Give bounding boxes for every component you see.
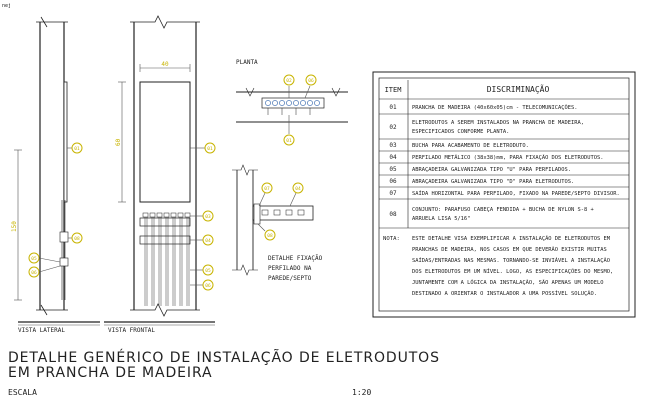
title-line-1: DETALHE GENÉRICO DE INSTALAÇÃO DE ELETRO… <box>8 349 440 366</box>
svg-text:05: 05 <box>389 166 397 173</box>
svg-text:BUCHA PARA ACABAMENTO DE ELETR: BUCHA PARA ACABAMENTO DE ELETRODUTO. <box>412 143 529 149</box>
title-block: DETALHE GENÉRICO DE INSTALAÇÃO DE ELETRO… <box>8 349 440 397</box>
lateral-view: 150 VISTA LATERAL 01 08 05 06 <box>11 16 100 334</box>
scale-label: ESCALA <box>8 388 37 397</box>
svg-text:ARRUELA LISA 5/16": ARRUELA LISA 5/16" <box>412 216 470 222</box>
svg-text:SAÍDA HORIZONTAL PARA PERFILAD: SAÍDA HORIZONTAL PARA PERFILADO, FIXADO … <box>412 189 620 197</box>
svg-text:ESTE DETALHE VISA EXEMPLIFICAR: ESTE DETALHE VISA EXEMPLIFICAR A INSTALA… <box>412 235 611 242</box>
scale-value: 1:20 <box>352 388 371 397</box>
svg-text:CONJUNTO: PARAFUSO CABEÇA FEND: CONJUNTO: PARAFUSO CABEÇA FENDIDA + BUCH… <box>412 207 594 213</box>
svg-text:04: 04 <box>295 186 301 192</box>
callout-01-lateral <box>71 142 83 154</box>
svg-text:04: 04 <box>389 154 397 161</box>
svg-text:JUNTAMENTE COM A LÓGICA DA INS: JUNTAMENTE COM A LÓGICA DA INSTALAÇÃO, S… <box>412 279 603 286</box>
dim-height-front: 60 <box>115 138 122 146</box>
lateral-view-label: VISTA LATERAL <box>18 327 65 334</box>
svg-text:01: 01 <box>74 146 80 152</box>
svg-text:06: 06 <box>308 78 314 84</box>
bushing-row <box>142 212 191 218</box>
svg-text:PRANCHA DE MADEIRA (40x60x05)c: PRANCHA DE MADEIRA (40x60x05)cm - TELECO… <box>412 104 578 111</box>
dim-width: 40 <box>161 61 169 68</box>
svg-text:SAÍDAS/ENTRADAS NAS MESMAS. TO: SAÍDAS/ENTRADAS NAS MESMAS. TORNANDO-SE … <box>412 256 610 264</box>
plan-view: PLANTA 02 06 01 <box>236 59 348 146</box>
svg-text:02: 02 <box>286 78 292 84</box>
detail-note-3: PAREDE/SEPTO <box>268 275 312 282</box>
detail-note-1: DETALHE FIXAÇÃO <box>268 255 323 262</box>
svg-text:PRANCHAS DE MADEIRA, NOS CASOS: PRANCHAS DE MADEIRA, NOS CASOS EM QUE DE… <box>412 246 607 253</box>
note-label: NOTA: <box>383 236 400 242</box>
svg-text:DESTINADO A ORIENTAR O INSTALA: DESTINADO A ORIENTAR O INSTALADOR A UMA … <box>412 289 597 297</box>
frontal-view-label: VISTA FRONTAL <box>108 327 155 334</box>
fixing-detail: 07 04 08 DETALHE FIXAÇÃO PERFILADO NA PA… <box>232 164 323 282</box>
svg-text:07: 07 <box>389 190 397 197</box>
svg-text:DOS ELETRODUTOS EM UM NÍVEL. L: DOS ELETRODUTOS EM UM NÍVEL. LOGO, AS ES… <box>412 267 613 275</box>
svg-text:ABRAÇADEIRA GALVANIZADA TIPO ": ABRAÇADEIRA GALVANIZADA TIPO "D" PARA EL… <box>412 179 574 185</box>
svg-text:06: 06 <box>31 270 37 276</box>
corner-tag: nej <box>2 3 11 9</box>
svg-text:08: 08 <box>74 236 80 242</box>
svg-text:08: 08 <box>389 211 397 218</box>
svg-text:06: 06 <box>389 178 397 185</box>
frontal-view: 40 60 VISTA FR <box>104 15 216 334</box>
svg-text:08: 08 <box>267 233 273 239</box>
svg-text:ABRAÇADEIRA GALVANIZADA TIPO ": ABRAÇADEIRA GALVANIZADA TIPO "U" PARA PE… <box>412 167 571 173</box>
svg-text:02: 02 <box>389 124 397 131</box>
svg-text:06: 06 <box>205 283 211 289</box>
svg-text:04: 04 <box>205 238 211 244</box>
svg-text:ESPECIFICADOS CONFORME PLANTA.: ESPECIFICADOS CONFORME PLANTA. <box>412 129 509 135</box>
svg-text:PERFILADO METÁLICO (38x38)mm,: PERFILADO METÁLICO (38x38)mm, PARA FIXAÇ… <box>412 154 603 161</box>
dim-height-side: 150 <box>11 221 18 232</box>
svg-text:01: 01 <box>389 104 397 111</box>
svg-text:01: 01 <box>207 146 213 152</box>
title-line-2: EM PRANCHA DE MADEIRA <box>8 365 212 381</box>
table-header-item: ITEM <box>385 86 402 94</box>
svg-text:05: 05 <box>31 256 37 262</box>
detail-note-2: PERFILADO NA <box>268 265 312 272</box>
table-header-desc: DISCRIMINAÇÃO <box>487 84 550 94</box>
svg-text:01: 01 <box>286 138 292 144</box>
spec-table: ITEM DISCRIMINAÇÃO 01 PRANCHA DE MADEIRA… <box>372 71 636 318</box>
svg-text:03: 03 <box>205 214 211 220</box>
svg-text:ELETRODUTOS A SEREM INSTALADOS: ELETRODUTOS A SEREM INSTALADOS NA PRANCH… <box>412 120 584 126</box>
svg-text:07: 07 <box>264 186 270 192</box>
svg-text:03: 03 <box>389 142 397 149</box>
svg-text:05: 05 <box>205 268 211 274</box>
callout-08-lateral <box>71 232 83 244</box>
plan-view-label: PLANTA <box>236 59 258 66</box>
